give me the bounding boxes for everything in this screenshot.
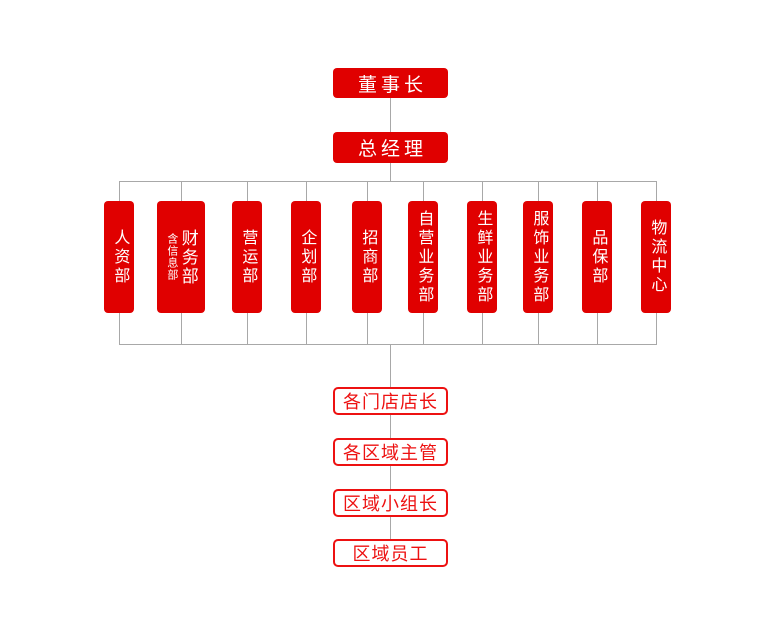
dept-merchant-recruitment: 招商部 <box>352 201 382 313</box>
dept-label: 人资部 <box>111 228 129 286</box>
dept-self-operated-business: 自营业务部 <box>408 201 438 313</box>
dept-planning: 企划部 <box>291 201 321 313</box>
connector-chain-1-2 <box>390 415 391 438</box>
connector-stub-top <box>119 181 120 201</box>
connector-gm-bus <box>390 163 391 181</box>
connector-stub-bottom <box>597 313 598 344</box>
chain-label: 各门店店长 <box>343 392 438 412</box>
connector-stub-bottom <box>367 313 368 344</box>
connector-stub-bottom <box>119 313 120 344</box>
connector-stub-top <box>306 181 307 201</box>
dept-human-resources: 人资部 <box>104 201 134 313</box>
connector-chairman-gm <box>390 98 391 132</box>
chain-label: 各区域主管 <box>343 443 438 463</box>
dept-label: 营运部 <box>239 228 257 286</box>
connector-stub-bottom <box>482 313 483 344</box>
dept-fresh-food-business: 生鲜业务部 <box>467 201 497 313</box>
dept-quality-assurance: 品保部 <box>582 201 612 313</box>
chain-label: 区域员工 <box>352 544 429 564</box>
dept-label: 物流中心 <box>648 219 666 295</box>
connector-stub-top <box>482 181 483 201</box>
node-area-staff: 区域员工 <box>333 539 448 567</box>
connector-chain-3-4 <box>390 517 391 539</box>
dept-label: 企划部 <box>298 228 316 286</box>
node-chairman-label: 董事长 <box>357 74 427 96</box>
connector-stub-top <box>423 181 424 201</box>
connector-stub-top <box>247 181 248 201</box>
chain-label: 区域小组长 <box>343 494 438 514</box>
dept-logistics-center: 物流中心 <box>641 201 671 313</box>
dept-label: 品保部 <box>589 228 607 286</box>
dept-label: 财务部 <box>178 228 198 286</box>
connector-bus-bottom <box>119 344 657 345</box>
connector-stub-top <box>181 181 182 201</box>
connector-stub-bottom <box>181 313 182 344</box>
dept-label: 生鲜业务部 <box>474 209 492 305</box>
dept-label: 招商部 <box>359 228 377 286</box>
dept-label: 服饰业务部 <box>530 209 548 305</box>
dept-sublabel: 含信息部 <box>165 233 178 281</box>
connector-stub-top <box>367 181 368 201</box>
connector-chain-2-3 <box>390 466 391 489</box>
node-store-managers: 各门店店长 <box>333 387 448 415</box>
connector-stub-bottom <box>423 313 424 344</box>
node-chairman: 董事长 <box>333 68 448 98</box>
connector-stub-top <box>656 181 657 201</box>
connector-stub-bottom <box>656 313 657 344</box>
node-general-manager-label: 总经理 <box>357 139 427 160</box>
dept-label: 自营业务部 <box>415 209 433 305</box>
connector-stub-bottom <box>306 313 307 344</box>
node-general-manager: 总经理 <box>333 132 448 163</box>
connector-bus-chain <box>390 344 391 387</box>
dept-finance: 含信息部 财务部 <box>157 201 205 313</box>
node-area-team-leaders: 区域小组长 <box>333 489 448 517</box>
connector-stub-bottom <box>247 313 248 344</box>
connector-bus-top <box>119 181 657 182</box>
connector-stub-top <box>538 181 539 201</box>
connector-stub-top <box>597 181 598 201</box>
dept-apparel-business: 服饰业务部 <box>523 201 553 313</box>
dept-operations: 营运部 <box>232 201 262 313</box>
node-area-supervisors: 各区域主管 <box>333 438 448 466</box>
connector-stub-bottom <box>538 313 539 344</box>
